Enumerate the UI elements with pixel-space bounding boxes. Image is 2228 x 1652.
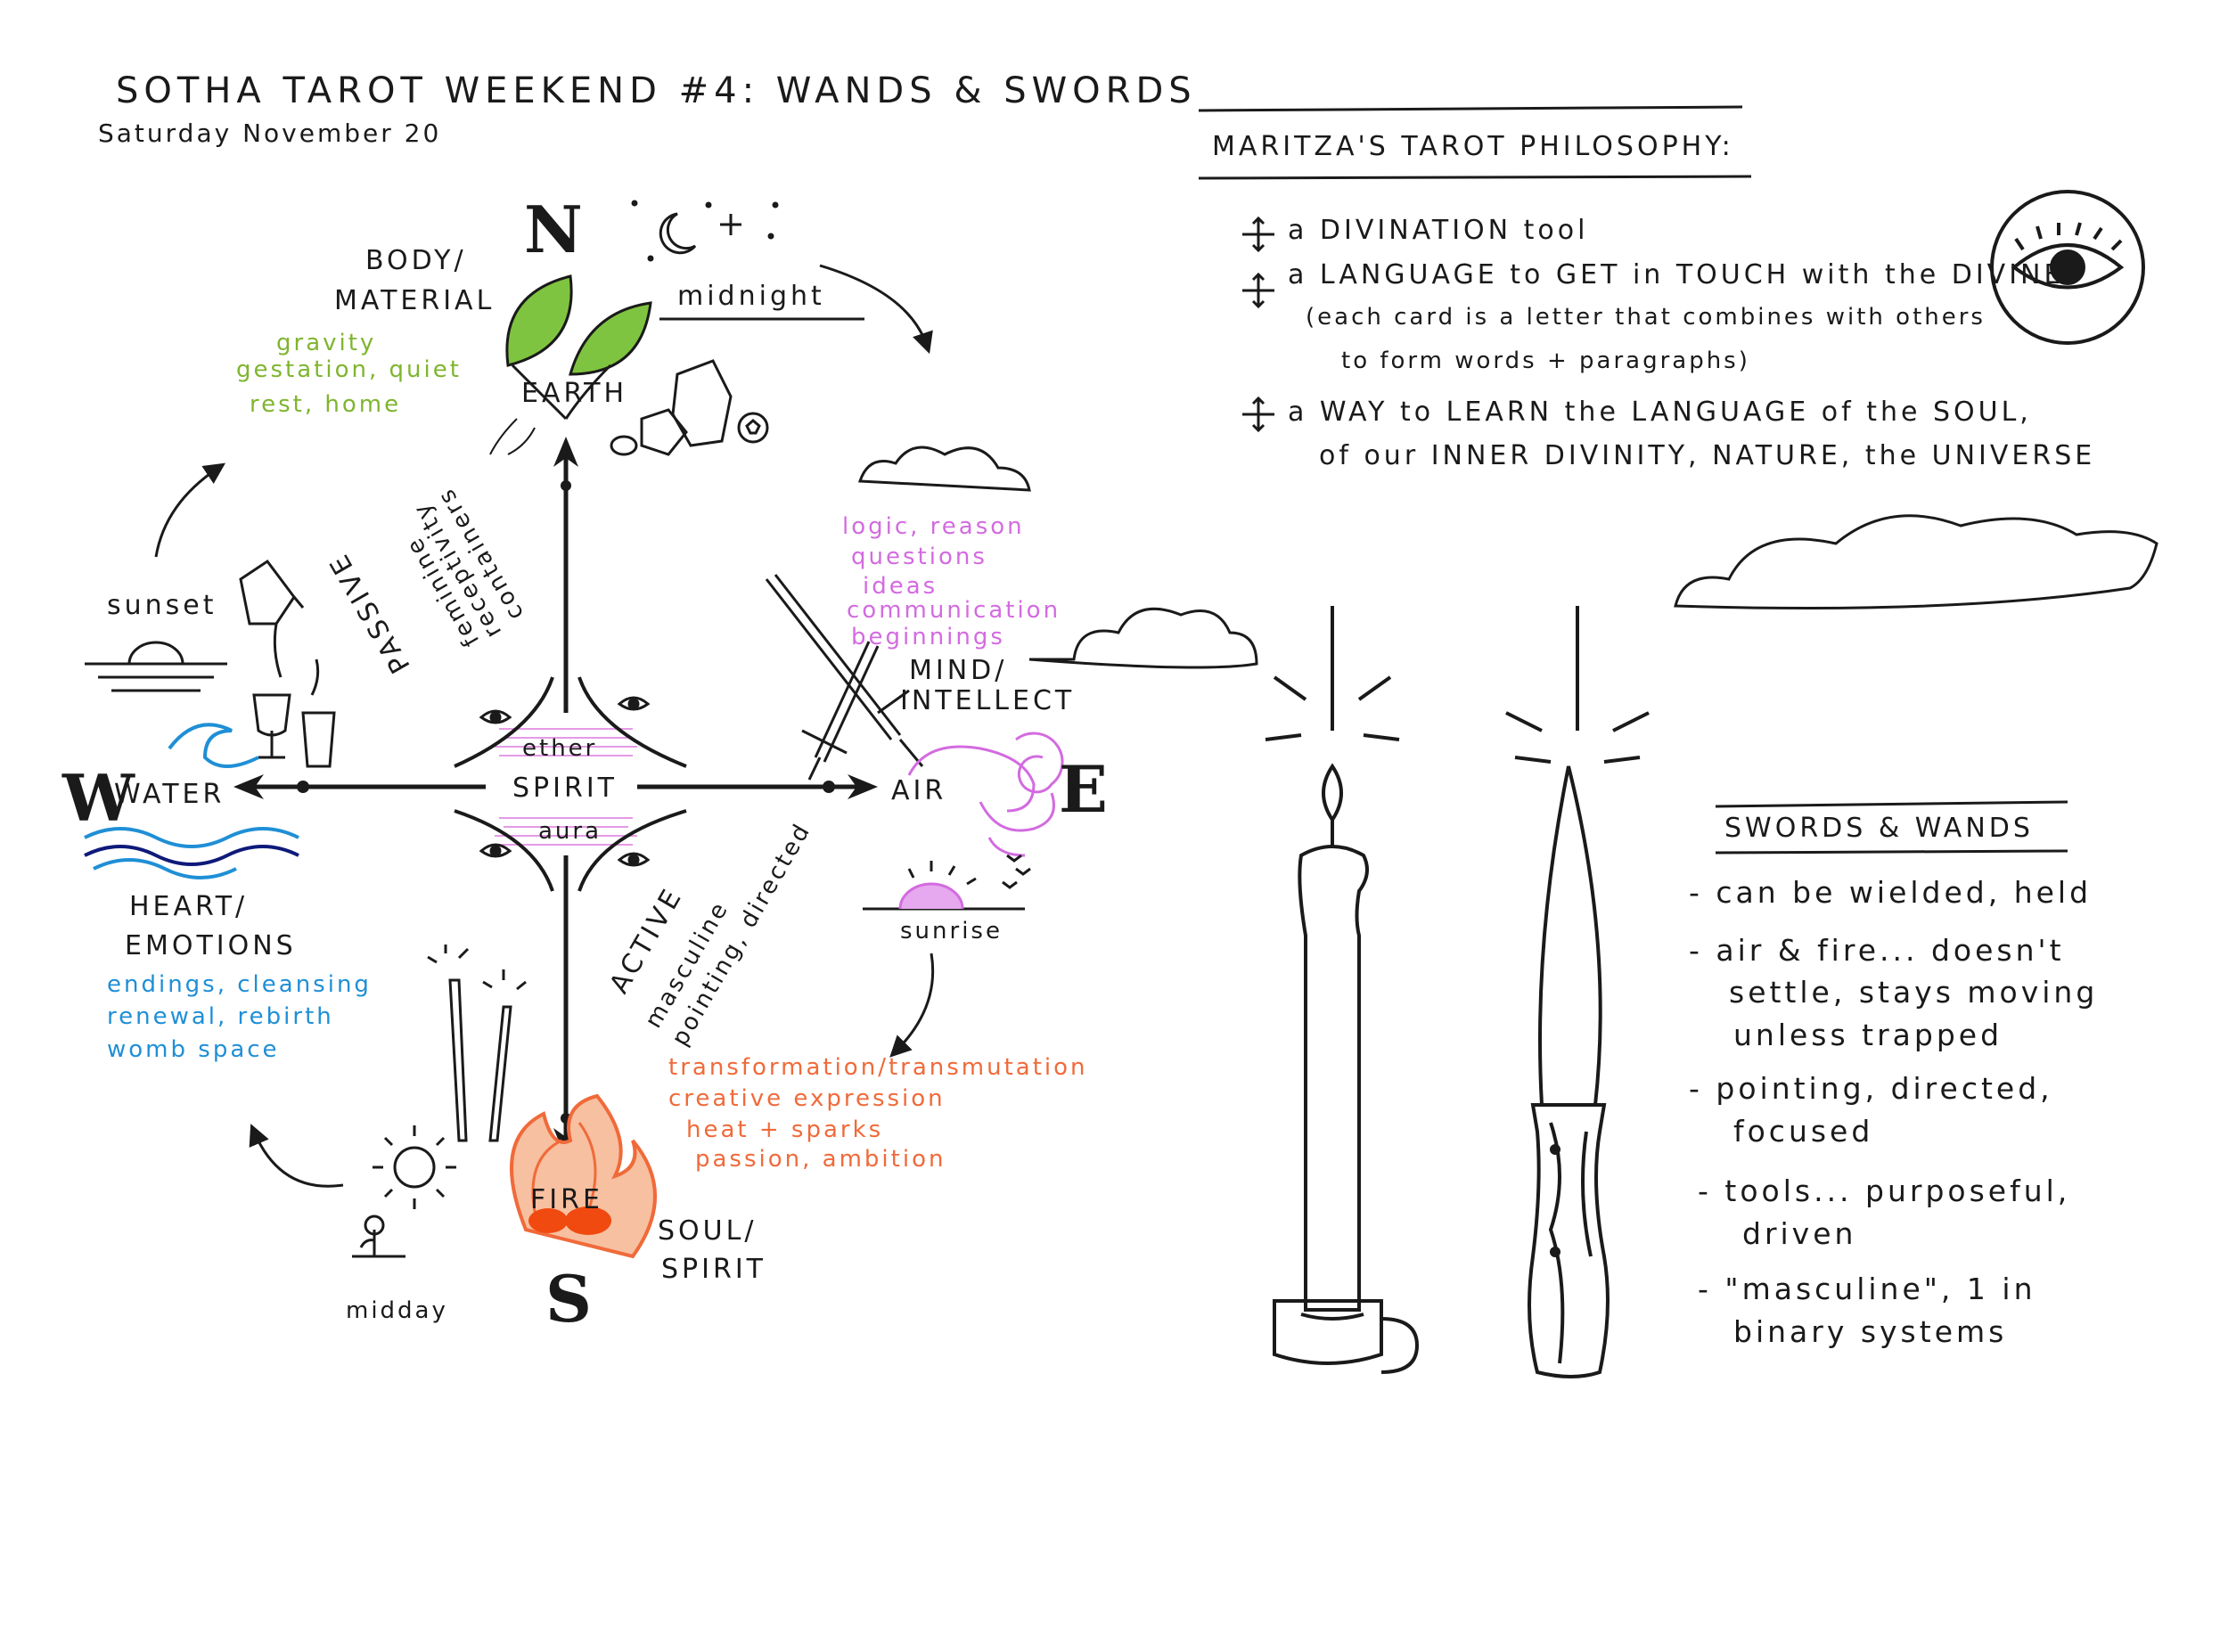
- center-spirit-label: SPIRIT: [512, 773, 618, 804]
- sunset-icon: [85, 641, 227, 692]
- air-element-label: AIR: [891, 775, 947, 806]
- philosophy-item-3: a WAY to LEARN the LANGUAGE of the SOUL,: [1288, 397, 2032, 428]
- philosophy-heading: MARITZA'S TAROT PHILOSOPHY:: [1212, 131, 1734, 162]
- philosophy-heading-rules: [1198, 105, 1752, 180]
- philosophy-item-1: a DIVINATION tool: [1288, 215, 1589, 246]
- air-quality-3: ideas: [863, 573, 938, 600]
- center-aura-label: aura: [538, 818, 602, 845]
- earth-quality-3: rest, home: [250, 391, 402, 418]
- air-quality-1: logic, reason: [842, 513, 1025, 540]
- fire-element-label: FIRE: [530, 1184, 603, 1215]
- waves-icon: [84, 723, 299, 879]
- water-quality-1: endings, cleansing: [107, 971, 372, 998]
- arrow-north-icon: [553, 437, 578, 467]
- crystals-icon: [610, 359, 769, 456]
- sunset-to-midnight-arrow: [154, 462, 225, 558]
- sw-item-4-line2: driven: [1742, 1216, 1857, 1251]
- page-date: Saturday November 20: [98, 119, 442, 148]
- arrow-west-icon: [233, 774, 264, 799]
- candle-icon: [1265, 606, 1420, 1374]
- cross-arrow-bullet-icon: [1242, 272, 1274, 309]
- swords-wands-heading-rules: [1715, 800, 2068, 855]
- air-quality-5: beginnings: [851, 624, 1005, 650]
- philosophy-item-2: a LANGUAGE to GET in TOUCH with the DIVI…: [1288, 259, 2065, 290]
- water-element-label: WATER: [114, 779, 225, 810]
- north-time-label: midnight: [677, 281, 825, 312]
- arrow-east-icon: [848, 774, 878, 799]
- sw-item-2-line1: - air & fire... doesn't: [1689, 933, 2065, 968]
- fire-quality-2: creative expression: [668, 1085, 946, 1112]
- west-time-label: sunset: [107, 590, 217, 621]
- cups-icon: [239, 559, 336, 768]
- south-time-label: midday: [346, 1297, 448, 1324]
- sw-item-5-line2: binary systems: [1733, 1314, 2008, 1349]
- compass-north-label: N: [524, 192, 583, 267]
- air-quality-2: questions: [851, 544, 987, 570]
- water-quality-3: womb space: [107, 1036, 280, 1063]
- all-seeing-eye-icon: [1990, 190, 2145, 345]
- east-domain-line1: MIND/: [909, 655, 1008, 686]
- east-domain-line2: INTELLECT: [900, 685, 1076, 716]
- compass-south-label: S: [545, 1261, 592, 1337]
- wands-icon: [427, 945, 527, 1142]
- page-title: SOTHA TAROT WEEKEND #4: WANDS & SWORDS: [116, 70, 1197, 111]
- fire-quality-3: heat + sparks: [686, 1116, 884, 1143]
- moon-stars-icon: [631, 200, 779, 262]
- water-quality-2: renewal, rebirth: [107, 1003, 334, 1030]
- west-domain-line2: EMOTIONS: [125, 930, 297, 961]
- midday-sun-icon: [373, 1125, 456, 1209]
- west-domain-line1: HEART/: [129, 891, 249, 922]
- philosophy-item-3-sub1: of our INNER DIVINITY, NATURE, the UNIVE…: [1319, 440, 2096, 471]
- sw-item-3-line1: - pointing, directed,: [1689, 1071, 2053, 1106]
- east-time-label: sunrise: [900, 918, 1003, 945]
- sw-item-2-line2: settle, stays moving: [1729, 975, 2099, 1010]
- knife-icon: [1505, 606, 1650, 1378]
- quadrant-eyes: [479, 696, 651, 867]
- swords-wands-heading: SWORDS & WANDS: [1724, 813, 2034, 844]
- north-domain-line2: MATERIAL: [334, 285, 496, 316]
- sw-item-4-line1: - tools... purposeful,: [1698, 1174, 2071, 1208]
- north-domain-line1: BODY/: [365, 245, 467, 276]
- cross-arrow-bullet-icon: [1242, 396, 1274, 433]
- fire-quality-1: transformation/transmutation: [668, 1054, 1088, 1081]
- compass-east-label: E: [1059, 751, 1108, 827]
- earth-quality-1: gravity: [276, 330, 377, 356]
- air-quality-4: communication: [847, 597, 1061, 624]
- earth-quality-2: gestation, quiet: [236, 356, 462, 383]
- sw-item-3-line2: focused: [1733, 1114, 1874, 1149]
- sw-item-1-line1: - can be wielded, held: [1689, 875, 2093, 910]
- sunrise-icon: [863, 854, 1031, 911]
- center-ether-label: ether: [522, 735, 598, 762]
- midday-to-sunset-arrow: [249, 1124, 344, 1188]
- eye-icon: [479, 843, 512, 858]
- eye-icon: [617, 696, 651, 711]
- south-domain-line1: SOUL/: [658, 1215, 758, 1247]
- sw-item-5-line1: - "masculine", 1 in: [1698, 1272, 2036, 1306]
- bullet-icons: [1242, 216, 1274, 433]
- eye-icon: [617, 852, 651, 867]
- philosophy-item-2-sub2: to form words + paragraphs): [1341, 348, 1750, 374]
- leaf-icon: [489, 274, 652, 455]
- cloud-icon: [857, 446, 2158, 669]
- cross-arrow-bullet-icon: [1242, 216, 1274, 253]
- philosophy-item-2-sub1: (each card is a letter that combines wit…: [1306, 304, 1986, 331]
- center-quadrant-arcs: [454, 676, 687, 892]
- flower-icon: [352, 1214, 405, 1258]
- fire-quality-4: passion, ambition: [695, 1146, 946, 1173]
- sw-item-2-line3: unless trapped: [1733, 1018, 2003, 1052]
- sunrise-to-midday-arrow: [889, 953, 935, 1058]
- south-domain-line2: SPIRIT: [661, 1254, 766, 1285]
- eye-icon: [479, 709, 512, 724]
- fire-icon: [510, 1093, 657, 1259]
- midnight-arrow: [659, 264, 933, 355]
- earth-element-label: EARTH: [521, 378, 628, 409]
- compass-west-label: W: [62, 760, 135, 836]
